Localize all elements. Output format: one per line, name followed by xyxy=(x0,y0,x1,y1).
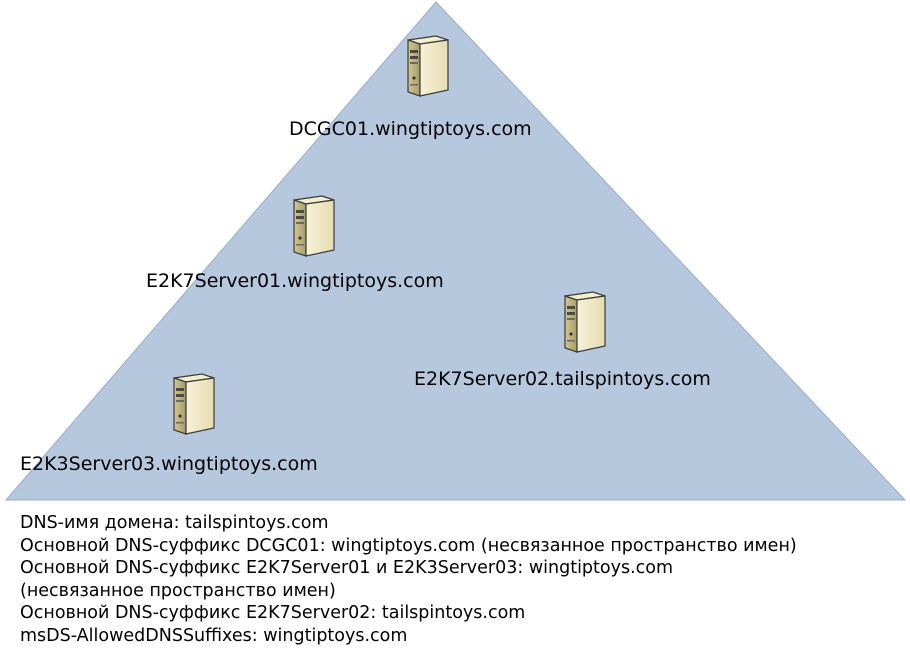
namespace-triangle xyxy=(4,1,907,501)
server-icon xyxy=(293,195,335,257)
server-label-dcgc01: DCGC01.wingtiptoys.com xyxy=(289,118,532,140)
dns-notes: DNS-имя домена: tailspintoys.com Основно… xyxy=(20,512,905,647)
note-allowed-dns-suffixes: msDS-AllowedDNSSuffixes: wingtiptoys.com xyxy=(20,625,408,646)
server-icon xyxy=(564,291,606,353)
server-label-e2k3server03: E2K3Server03.wingtiptoys.com xyxy=(20,453,318,475)
note-e2k7-e2k3-suffix: Основной DNS-суффикс E2K7Server01 и E2K3… xyxy=(20,558,674,578)
server-label-e2k7server02: E2K7Server02.tailspintoys.com xyxy=(414,368,711,390)
note-e2k7-e2k3-suffix-cont: (несвязанное пространство имен) xyxy=(20,580,336,601)
server-icon xyxy=(173,373,215,435)
note-dcgc01-suffix: Основной DNS-суффикс DCGC01: wingtiptoys… xyxy=(20,535,797,556)
note-domain-dns-name: DNS-имя домена: tailspintoys.com xyxy=(20,513,329,533)
note-e2k7server02-suffix: Основной DNS-суффикс E2K7Server02: tails… xyxy=(20,603,526,623)
server-label-e2k7server01: E2K7Server01.wingtiptoys.com xyxy=(146,270,444,292)
server-icon xyxy=(407,35,449,97)
